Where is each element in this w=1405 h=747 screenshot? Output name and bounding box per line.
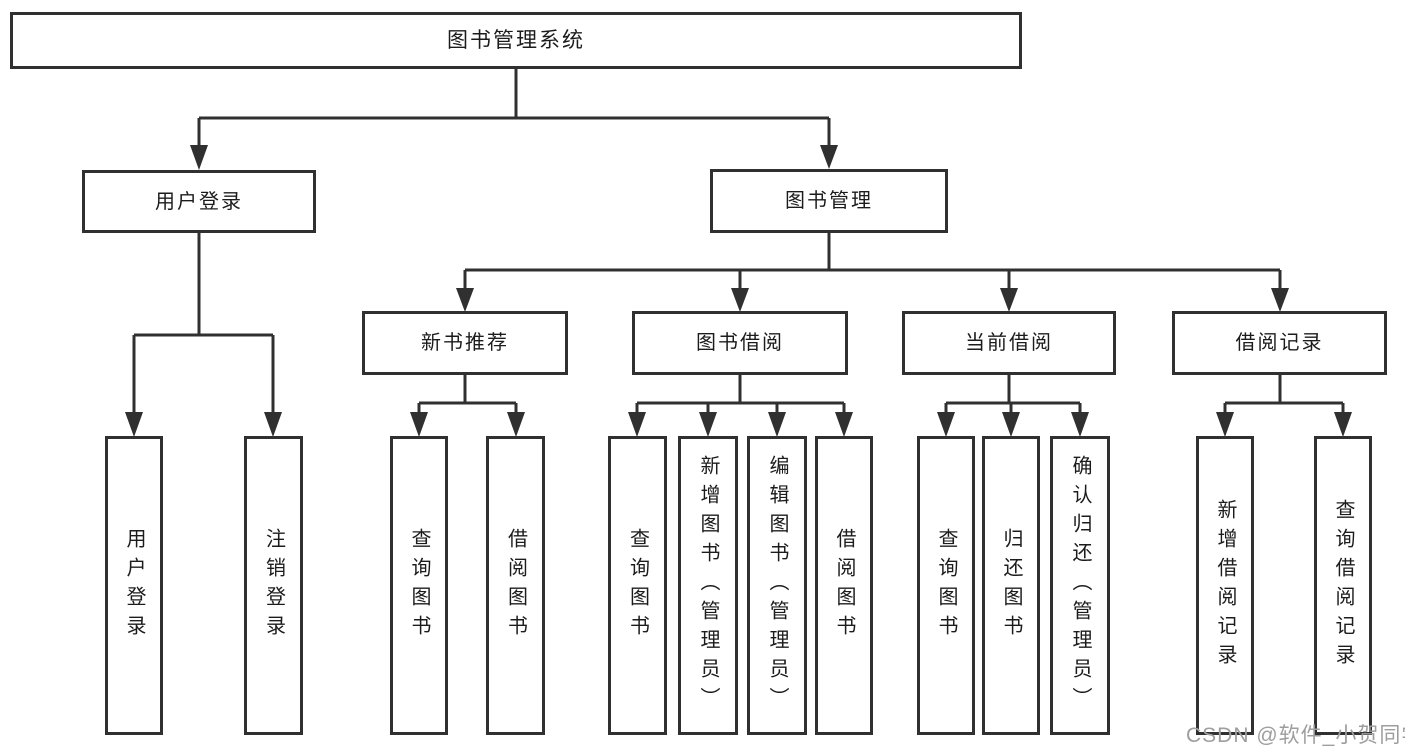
leaf-search-books-recommend: 查询图书 [390, 436, 448, 735]
leaf-add-borrow-record: 新增借阅记录 [1196, 436, 1254, 735]
leaf-user-login: 用户登录 [105, 436, 163, 735]
node-root-book-management-system: 图书管理系统 [10, 12, 1022, 69]
leaf-add-book-admin: 新增图书（管理员） [678, 436, 738, 735]
leaf-edit-book-admin: 编辑图书（管理员） [747, 436, 807, 735]
arrowheads [125, 145, 1352, 437]
node-book-borrowing: 图书借阅 [632, 311, 848, 375]
leaf-search-books-current: 查询图书 [917, 436, 975, 735]
leaf-search-books-borrowing: 查询图书 [608, 436, 667, 735]
node-new-book-recommend: 新书推荐 [362, 311, 568, 375]
node-borrowing-records: 借阅记录 [1172, 311, 1387, 375]
leaf-return-book: 归还图书 [982, 436, 1040, 735]
leaf-borrow-books-borrowing: 借阅图书 [815, 436, 873, 735]
leaf-borrow-books-recommend: 借阅图书 [486, 436, 545, 735]
node-user-login: 用户登录 [82, 170, 316, 233]
watermark-text: CSDN @软件_小贺同学 [1186, 724, 1405, 747]
node-current-borrowing: 当前借阅 [902, 311, 1116, 375]
leaf-confirm-return-admin: 确认归还（管理员） [1050, 436, 1110, 735]
node-book-management: 图书管理 [710, 169, 948, 233]
leaf-logout: 注销登录 [244, 436, 303, 735]
leaf-search-borrow-record: 查询借阅记录 [1314, 436, 1372, 735]
